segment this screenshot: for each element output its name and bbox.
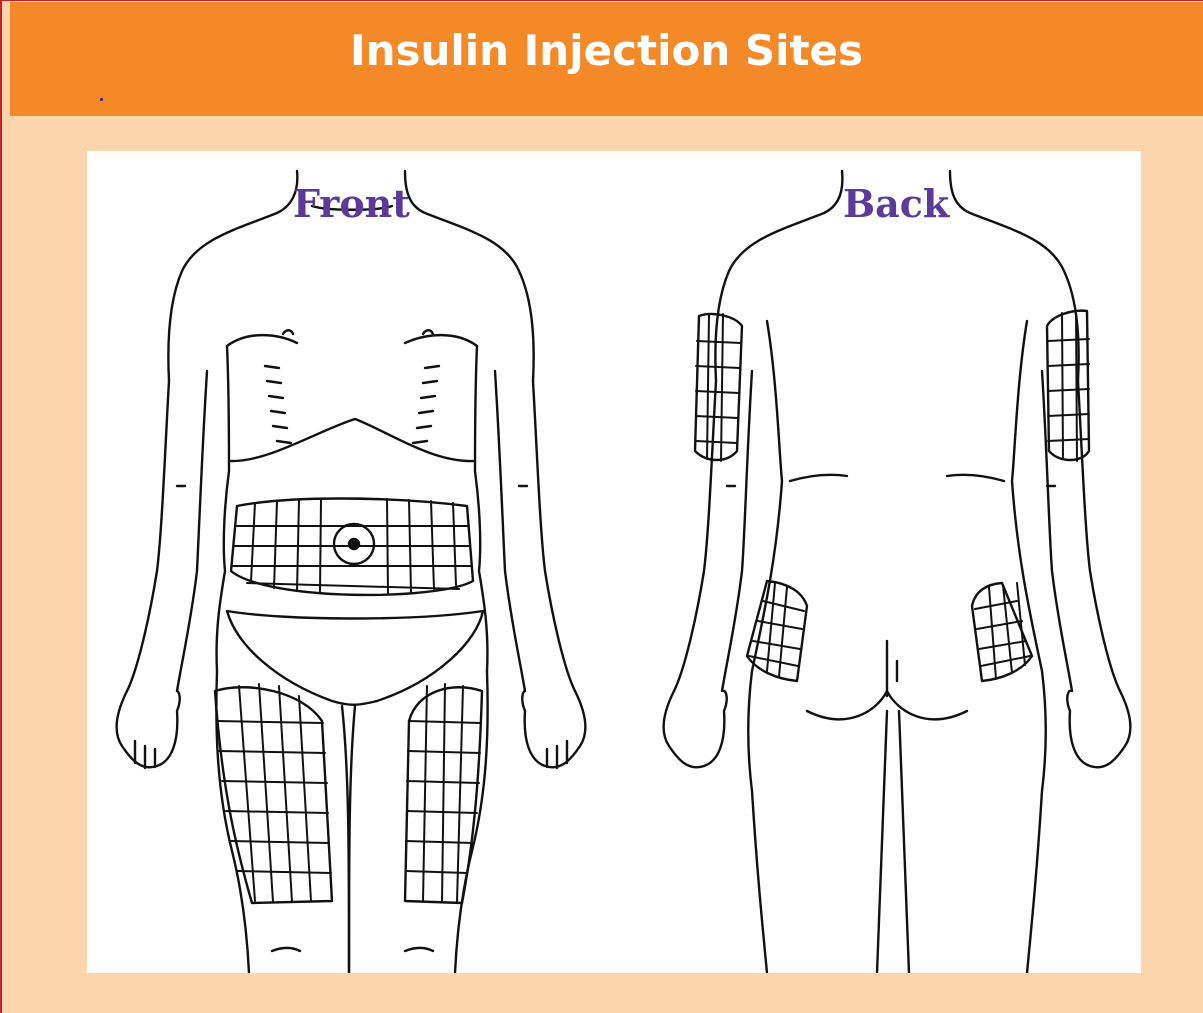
front-figure — [117, 171, 586, 973]
body-diagram: Front Back — [87, 151, 1141, 973]
header-dot — [100, 98, 103, 101]
back-figure — [664, 171, 1131, 973]
header-bar: Insulin Injection Sites — [10, 2, 1203, 116]
front-label: Front — [293, 181, 410, 226]
left-margin — [2, 2, 10, 1013]
page-title: Insulin Injection Sites — [10, 26, 1203, 75]
back-label: Back — [843, 181, 949, 226]
body-outline-drawing — [87, 151, 1141, 973]
